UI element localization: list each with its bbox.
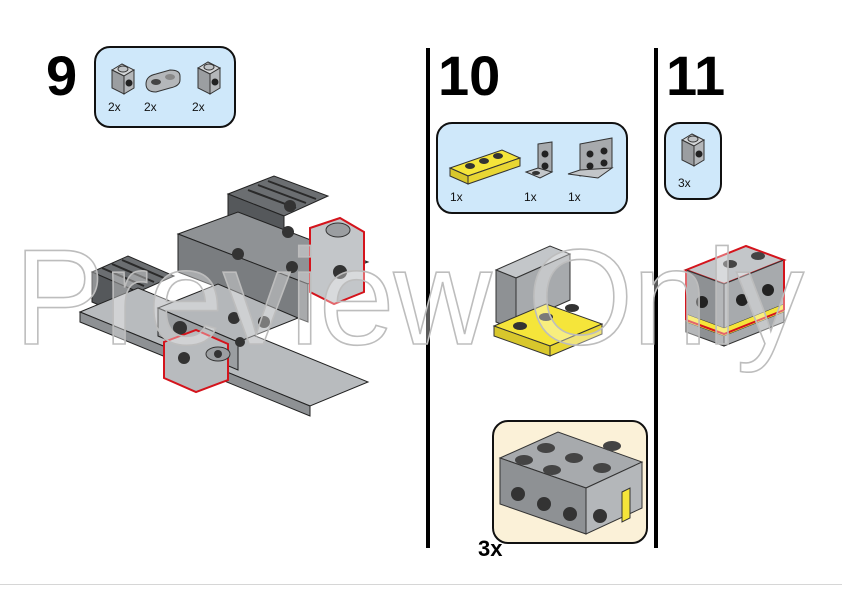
step-10-parts-art (448, 137, 614, 185)
gray-1x2-bracket-icon (524, 141, 554, 179)
step-11-number: 11 (666, 44, 726, 107)
step-9-parts-art (110, 61, 222, 95)
page-bottom-rule (0, 584, 842, 585)
step-11-parts-art (680, 133, 706, 167)
step-10-model-illustration (492, 245, 604, 357)
step-9-part-2-qty: 2x (144, 100, 157, 114)
step-9-number: 9 (46, 44, 78, 107)
step-11-model-illustration (683, 244, 787, 347)
step-divider-2 (654, 48, 658, 548)
step-10-number: 10 (438, 44, 501, 107)
step-9-parts-callout: 2x 2x 2x (94, 46, 236, 128)
step-divider-1 (426, 48, 430, 548)
step-11-parts-callout: 3x (664, 122, 722, 200)
step-9-model-illustration (78, 175, 370, 417)
gray-2x2-bracket-icon (567, 137, 614, 179)
gray-1x2-rounded-plate-hole-icon (145, 69, 181, 93)
step-11-part-1-qty: 3x (678, 176, 691, 190)
step-9-part-3-qty: 2x (192, 100, 205, 114)
gray-1x1-brick-side-stud-icon-2 (196, 61, 222, 95)
gray-1x1-brick-side-stud-icon (110, 63, 136, 95)
yellow-1x3-plate-icon (448, 149, 522, 185)
step-10-part-2-qty: 1x (524, 190, 537, 204)
step-10-subassembly-callout (492, 420, 648, 544)
step-10-part-3-qty: 1x (568, 190, 581, 204)
step-10-subassembly-multiplier: 3x (478, 536, 503, 561)
step-10-part-1-qty: 1x (450, 190, 463, 204)
step-10-subassembly-art (498, 431, 644, 535)
gray-1x1-brick-side-stud-icon-3 (680, 133, 706, 167)
step-9-part-1-qty: 2x (108, 100, 121, 114)
step-10-parts-callout: 1x 1x 1x (436, 122, 628, 214)
